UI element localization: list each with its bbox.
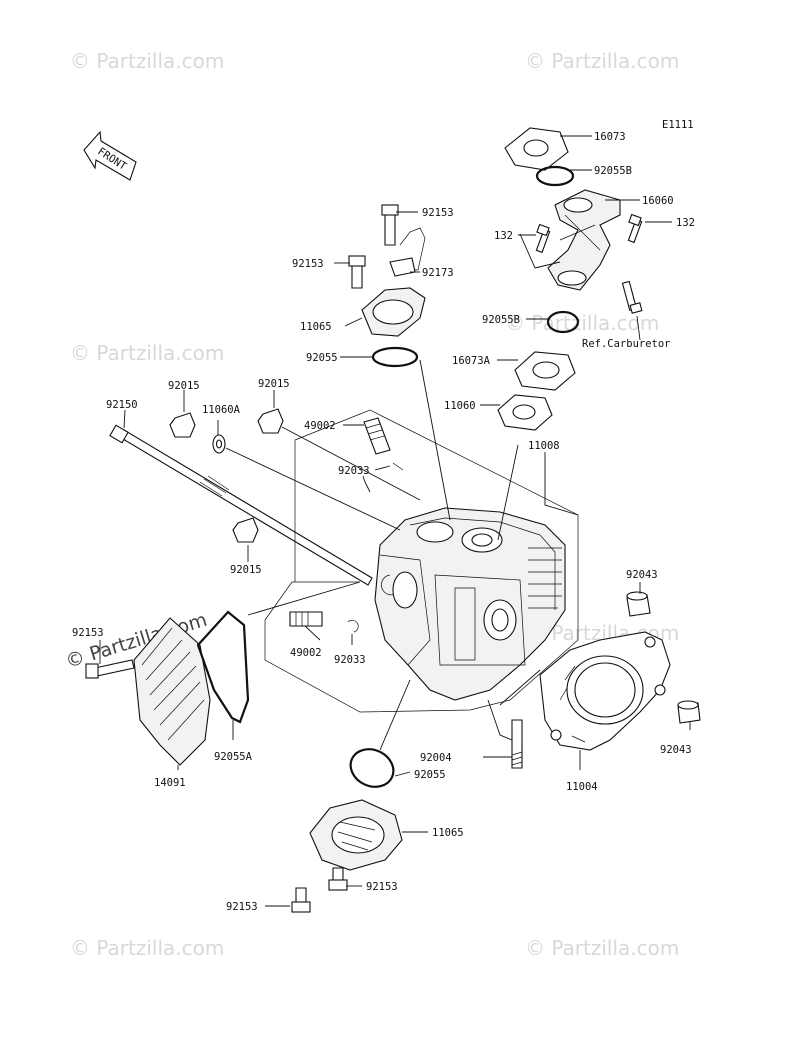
- oring-92055-bot: [349, 748, 395, 788]
- label-92055-bot: 92055: [414, 769, 446, 781]
- oring-92055b-top: [535, 165, 575, 187]
- label-16060: 16060: [642, 195, 674, 207]
- label-11065-bot: 11065: [432, 827, 464, 839]
- watermark-bottom-left: © Partzilla.com: [70, 936, 224, 960]
- label-92015-a: 92015: [168, 380, 200, 392]
- label-92153-d: 92153: [226, 901, 258, 913]
- label-11008: 11008: [528, 440, 560, 452]
- label-92055b-mid: 92055B: [482, 314, 520, 326]
- label-11065-top: 11065: [300, 321, 332, 333]
- label-92055-top: 92055: [306, 352, 338, 364]
- label-16073: 16073: [594, 131, 626, 143]
- front-arrow-icon: FRONT: [83, 130, 137, 181]
- tappet-49002-top-icon: [363, 417, 391, 455]
- tappet-cap-top-group: [348, 204, 426, 368]
- label-14091: 14091: [154, 777, 186, 789]
- tappet-49002-bot-icon: [289, 611, 323, 627]
- stud-92150-icon: [117, 429, 373, 586]
- label-92015-c: 92015: [230, 564, 262, 576]
- watermark-top-left: © Partzilla.com: [70, 49, 224, 73]
- label-92055a: 92055A: [214, 751, 253, 763]
- label-92043-bot: 92043: [660, 744, 692, 756]
- label-11004: 11004: [566, 781, 598, 793]
- label-16073a: 16073A: [452, 355, 491, 367]
- label-92015-b: 92015: [258, 378, 290, 390]
- bolt-132-left-icon: [535, 223, 551, 254]
- head-gasket-group: [539, 591, 701, 751]
- watermark-mid-right: © Partzilla.com: [505, 311, 659, 335]
- label-92150: 92150: [106, 399, 138, 411]
- carburetor-bolt-icon: [621, 280, 643, 314]
- label-92043-top: 92043: [626, 569, 658, 581]
- cylinder-head-group: [264, 409, 579, 769]
- label-92173: 92173: [422, 267, 454, 279]
- watermark-mid-left: © Partzilla.com: [70, 341, 224, 365]
- stud-92004-icon: [511, 719, 523, 769]
- label-92055b-top: 92055B: [594, 165, 632, 177]
- gasket-92055a-shape: [196, 610, 250, 724]
- leader-lines: [99, 135, 691, 907]
- tappet-cap-bottom-group: [291, 748, 403, 913]
- part-labels: 16073 92055B 16060 132 132 92153 92153 9…: [72, 131, 695, 913]
- left-fasteners-group: [85, 408, 404, 679]
- label-92033-bot: 92033: [334, 654, 366, 666]
- label-92153-e: 92153: [366, 881, 398, 893]
- clip-92033-bot-icon: [347, 619, 359, 633]
- label-92153-a: 92153: [422, 207, 454, 219]
- watermark-bottom-right: © Partzilla.com: [525, 936, 679, 960]
- nut-92015-b-icon: [257, 408, 284, 434]
- label-92153-b: 92153: [292, 258, 324, 270]
- reference-carburetor: Ref.Carburetor: [582, 338, 671, 350]
- oring-92055b-mid: [546, 310, 580, 334]
- head-cover-group: [133, 610, 250, 766]
- label-49002-bot: 49002: [290, 647, 322, 659]
- nut-92015-a-icon: [169, 412, 196, 438]
- label-92004: 92004: [420, 752, 452, 764]
- label-92153-c: 92153: [72, 627, 104, 639]
- label-132-right: 132: [676, 217, 695, 229]
- label-49002-top: 49002: [304, 420, 336, 432]
- nut-92015-c-icon: [232, 517, 259, 543]
- diagram-code: E1111: [662, 119, 694, 131]
- cylinder-head-shape: [374, 507, 566, 701]
- label-11060: 11060: [444, 400, 476, 412]
- bolt-132-right-icon: [627, 213, 643, 244]
- label-132-left: 132: [494, 230, 513, 242]
- intake-manifold-group: [497, 127, 643, 431]
- oring-92055-top: [371, 346, 419, 368]
- watermark-top-right: © Partzilla.com: [525, 49, 679, 73]
- label-11060a: 11060A: [202, 404, 241, 416]
- label-92033-top: 92033: [338, 465, 370, 477]
